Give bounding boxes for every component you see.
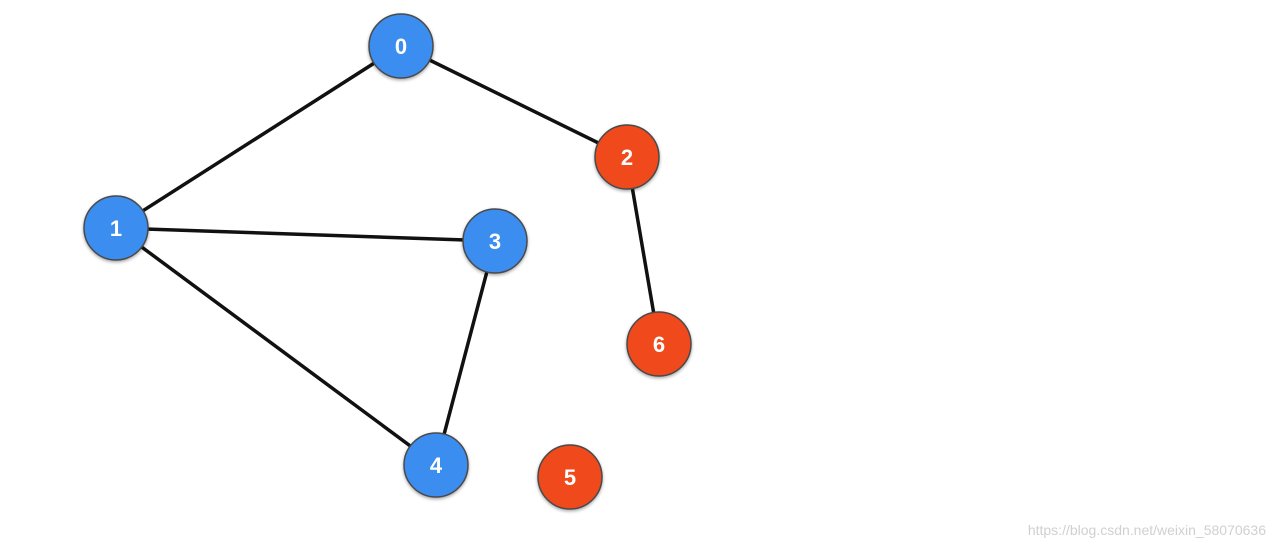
node-circle-6 (626, 311, 692, 377)
node-circle-4 (403, 432, 469, 498)
node-label-3: 3 (489, 229, 501, 254)
node-1: 1 (83, 195, 149, 261)
node-label-4: 4 (430, 453, 443, 478)
node-label-6: 6 (653, 332, 665, 357)
node-circle-5 (537, 444, 603, 510)
node-4: 4 (403, 432, 469, 498)
watermark-text: https://blog.csdn.net/weixin_58070636 (1027, 522, 1266, 538)
node-6: 6 (626, 311, 692, 377)
nodes-layer: 0 1 2 3 4 5 6 (83, 13, 692, 510)
edge-3-4 (434, 239, 497, 467)
node-label-1: 1 (110, 216, 122, 241)
node-label-5: 5 (564, 465, 576, 490)
node-circle-2 (594, 124, 660, 190)
edge-0-2 (399, 44, 629, 159)
node-circle-0 (368, 13, 434, 79)
node-5: 5 (537, 444, 603, 510)
node-circle-1 (83, 195, 149, 261)
node-label-2: 2 (621, 145, 633, 170)
edges-layer (114, 44, 661, 467)
edge-1-4 (114, 226, 438, 467)
edge-0-1 (114, 44, 403, 230)
node-0: 0 (368, 13, 434, 79)
node-2: 2 (594, 124, 660, 190)
node-circle-3 (462, 208, 528, 274)
node-label-0: 0 (395, 34, 407, 59)
edge-1-3 (114, 226, 497, 243)
node-3: 3 (462, 208, 528, 274)
